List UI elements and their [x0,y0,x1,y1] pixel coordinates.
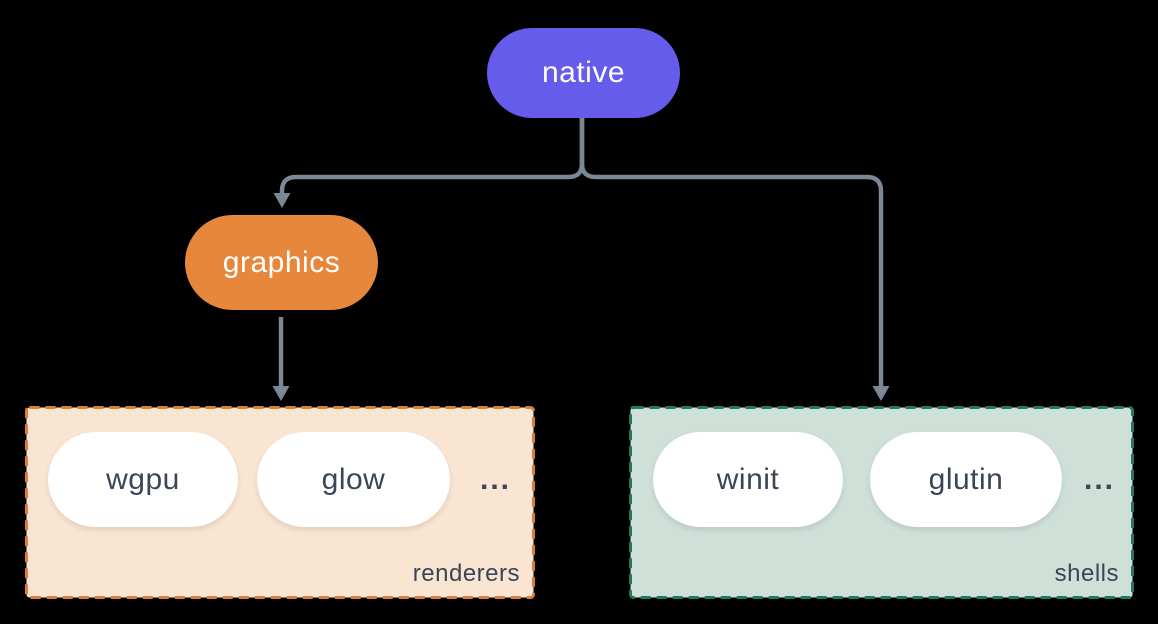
node-glow: glow [257,432,450,527]
group-shells-label: shells [1054,560,1119,587]
group-renderers-label: renderers [412,560,520,587]
arrowhead-shells [872,386,890,401]
connector-native-to-shells [579,118,884,387]
node-glutin: glutin [870,432,1062,527]
node-wgpu: wgpu [48,432,238,527]
connector-native-to-graphics [279,118,585,194]
node-graphics: graphics [185,215,378,310]
shells-ellipsis: ... [1084,462,1116,496]
group-shells: winit glutin ... shells [629,406,1134,599]
node-native: native [487,28,680,118]
renderers-ellipsis: ... [480,462,512,496]
arrowhead-graphics [273,193,291,208]
group-renderers: wgpu glow ... renderers [25,406,535,599]
node-winit: winit [653,432,843,527]
arrowhead-renderers [272,386,290,401]
